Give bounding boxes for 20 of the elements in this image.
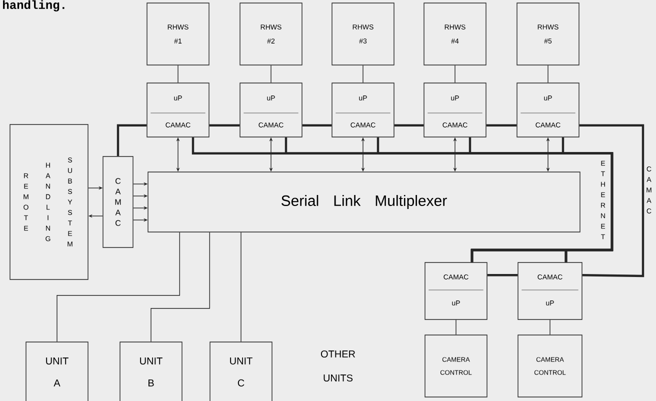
unit-box: UNIT A (26, 342, 88, 401)
connector (302, 124, 332, 126)
connector (240, 232, 242, 342)
connector (487, 274, 518, 276)
connector (362, 65, 364, 83)
units-text: OTHER UNITS (320, 350, 356, 382)
connector (270, 65, 272, 83)
connector (579, 124, 644, 278)
connector (394, 124, 424, 126)
interface-box: CAMAC (102, 156, 134, 248)
connector (56, 232, 180, 342)
unit-box: UNIT C (210, 342, 272, 401)
connector (454, 65, 456, 83)
connector (116, 124, 147, 156)
connector (150, 232, 210, 342)
connector (209, 124, 240, 126)
multiplexer-box: Serial Link Multiplexer (148, 172, 580, 232)
connector (486, 124, 517, 126)
unit-box: UNIT B (120, 342, 182, 401)
page-text: handling. (3, 0, 64, 12)
